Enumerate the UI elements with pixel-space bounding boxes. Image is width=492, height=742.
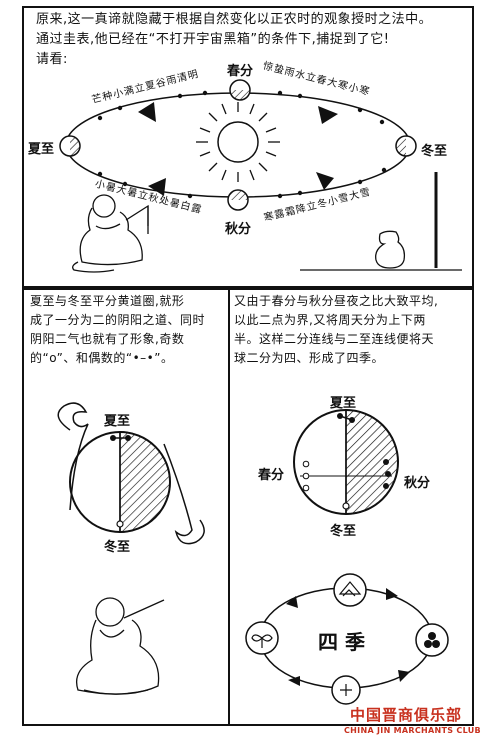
top-text-line-1: 原来,这一真谛就隐藏于根据自然变化以正农时的观象授时之法中。 <box>36 12 433 27</box>
earth-spring-equinox <box>229 79 251 101</box>
season-icon-autumn-harvest <box>333 573 367 607</box>
label-four-seasons: 四 季 <box>318 630 365 654</box>
cloud-swirl-right <box>163 443 205 545</box>
left-text-line-4: 的“o”、和偶数的“•–•”。 <box>30 351 174 365</box>
earth-autumn-equinox <box>227 189 249 211</box>
top-text-line-3: 请看: <box>36 52 68 67</box>
cycle-arrow-bottom-left <box>288 676 300 686</box>
sage-figure <box>75 597 165 695</box>
season-icon-summer-fruit <box>415 623 449 657</box>
orbit-arrow-upper-left <box>138 102 156 122</box>
left-yinyang-circle <box>69 431 171 533</box>
right-four-season-circle <box>293 409 399 515</box>
label-summer-solstice-left: 夏至 <box>104 414 131 429</box>
watermark-chinese: 中国晋商俱乐部 <box>350 706 463 724</box>
watermark-english: CHINA JIN MARCHANTS CLUB <box>344 726 481 735</box>
ancient-astronomer-figure <box>72 194 149 273</box>
cycle-arrow-right-bottom <box>398 670 410 682</box>
left-text-line-1: 夏至与冬至平分黄道圈,就形 <box>30 294 185 308</box>
label-spring-equinox-right: 春分 <box>258 468 285 483</box>
label-autumn-equinox-right: 秋分 <box>404 476 431 491</box>
orbit-arrow-lower-left <box>148 178 166 196</box>
top-panel-frame <box>22 6 474 290</box>
top-text-line-2: 通过圭表,他已经在“不打开宇宙黑箱”的条件下,捕捉到了它! <box>36 32 390 47</box>
left-text-line-3: 阴阳二气也就有了形象,奇数 <box>30 332 185 346</box>
cycle-arrow-left-top <box>286 596 298 608</box>
earth-winter-solstice <box>395 135 417 157</box>
jug-icon <box>375 230 406 269</box>
left-text-line-2: 成了一分为二的阴阳之道、同时 <box>30 313 206 327</box>
earth-summer-solstice <box>59 135 81 157</box>
label-spring-equinox-top: 春分 <box>227 64 254 79</box>
orbit-arrow-lower-right <box>316 172 334 190</box>
season-icon-spring-sprout <box>245 621 279 655</box>
right-text-line-1: 又由于春分与秋分昼夜之比大致平均, <box>234 294 439 308</box>
right-panel-frame <box>228 286 474 726</box>
orbit-beads <box>97 90 387 199</box>
season-icon-winter <box>331 675 361 705</box>
right-text-line-4: 球二分为四、形成了四季。 <box>234 351 385 365</box>
label-summer-solstice-right: 夏至 <box>330 396 357 411</box>
label-winter-solstice-right: 冬至 <box>330 524 357 539</box>
right-text-line-2: 以此二点为界,又将周天分为上下两 <box>234 313 426 327</box>
label-winter-solstice-top: 冬至 <box>421 144 448 159</box>
label-summer-solstice-top: 夏至 <box>28 142 55 157</box>
label-autumn-equinox-top: 秋分 <box>225 222 252 237</box>
sun-icon <box>196 102 280 182</box>
cycle-arrow-top-right <box>386 588 398 600</box>
right-text-line-3: 半。这样二分连线与二至连线便将天 <box>234 332 435 346</box>
orbit-arrow-upper-right <box>318 106 338 124</box>
label-winter-solstice-left: 冬至 <box>104 540 131 555</box>
cloud-swirl-left <box>57 402 89 511</box>
